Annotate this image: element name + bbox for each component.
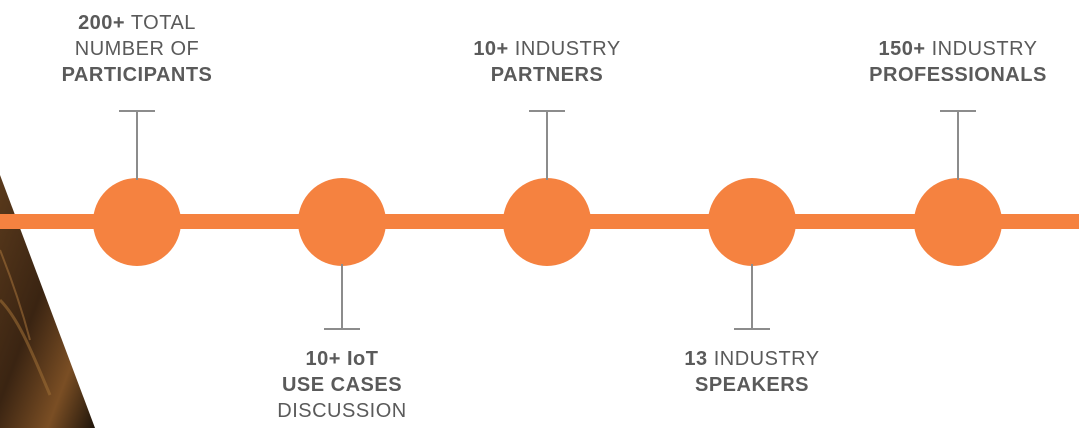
label-line: PARTNERS xyxy=(490,64,604,86)
label-line: USE CASES xyxy=(281,374,403,396)
milestone-node-4 xyxy=(708,178,796,266)
milestone-label-5: 150+ INDUSTRY PROFESSIONALS xyxy=(838,36,1078,88)
milestone-connector-1 xyxy=(136,110,138,180)
label-line: DISCUSSION xyxy=(277,400,407,422)
milestone-connector-4 xyxy=(751,264,753,328)
label-line: 13 INDUSTRY xyxy=(684,348,820,370)
label-line: PROFESSIONALS xyxy=(869,64,1047,86)
milestone-connector-cap-5 xyxy=(940,110,976,112)
milestone-label-4: 13 INDUSTRY SPEAKERS xyxy=(632,346,872,398)
milestone-connector-2 xyxy=(341,264,343,328)
milestone-label-3: 10+ INDUSTRY PARTNERS xyxy=(427,36,667,88)
milestone-node-1 xyxy=(93,178,181,266)
milestone-connector-cap-1 xyxy=(119,110,155,112)
milestone-node-2 xyxy=(298,178,386,266)
milestone-node-5 xyxy=(914,178,1002,266)
label-line: 10+ INDUSTRY xyxy=(473,38,621,60)
milestone-connector-cap-3 xyxy=(529,110,565,112)
label-line: 200+ TOTAL xyxy=(78,12,196,34)
label-line: 10+ IoT xyxy=(305,348,379,370)
milestone-label-2: 10+ IoT USE CASES DISCUSSION xyxy=(222,346,462,424)
label-line: 150+ INDUSTRY xyxy=(878,38,1038,60)
milestone-connector-5 xyxy=(957,110,959,180)
milestone-label-1: 200+ TOTAL NUMBER OF PARTICIPANTS xyxy=(17,10,257,88)
label-line: NUMBER OF xyxy=(74,38,200,60)
milestone-connector-cap-2 xyxy=(324,328,360,330)
milestone-connector-3 xyxy=(546,110,548,180)
label-line: SPEAKERS xyxy=(694,374,810,396)
milestone-connector-cap-4 xyxy=(734,328,770,330)
label-line: PARTICIPANTS xyxy=(61,64,213,86)
milestone-node-3 xyxy=(503,178,591,266)
